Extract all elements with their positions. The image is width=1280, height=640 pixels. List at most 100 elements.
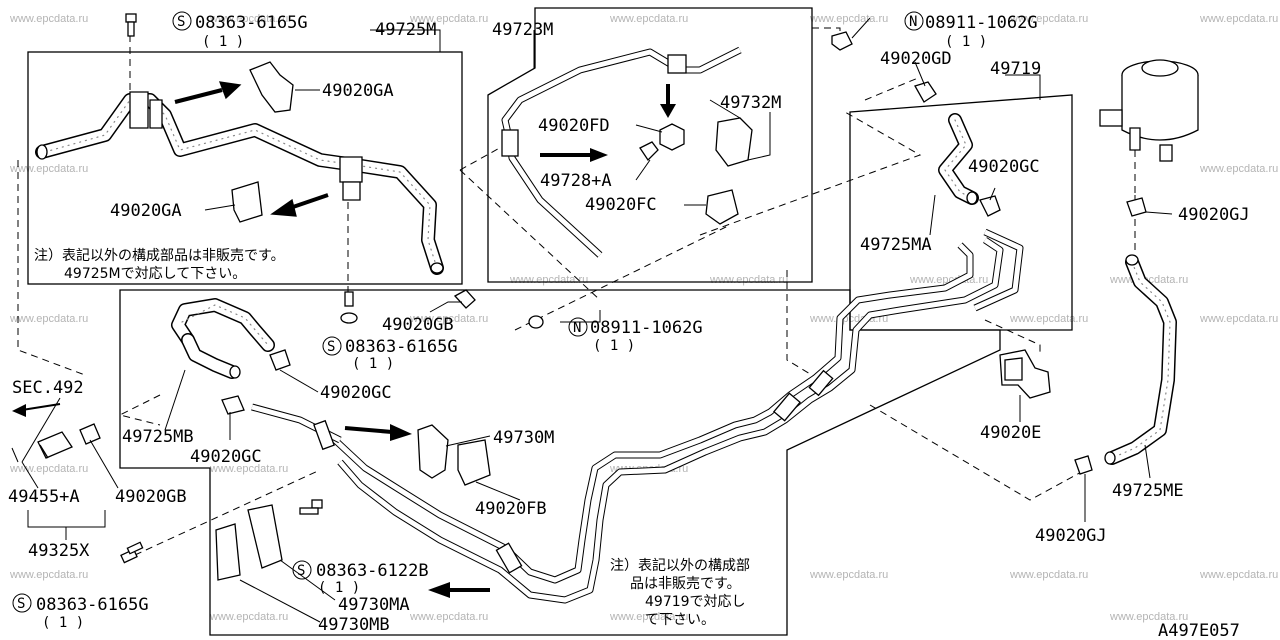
clamp-49730m <box>417 424 449 479</box>
watermark: www.epcdata.ru <box>1199 163 1278 175</box>
label-49020fd: 49020FD <box>538 116 610 136</box>
watermark: www.epcdata.ru <box>1109 611 1188 623</box>
watermark: www.epcdata.ru <box>1009 13 1088 25</box>
leader-line <box>21 461 39 489</box>
watermark: www.epcdata.ru <box>1199 13 1278 25</box>
leader-lines <box>164 17 1173 623</box>
watermark: www.epcdata.ru <box>1199 313 1278 325</box>
label-49020fb: 49020FB <box>475 499 547 519</box>
clip-49020gb-left <box>79 423 101 445</box>
note2-line3: 49719で対応し <box>645 594 746 610</box>
nut-part-number: 08911-1062G <box>925 13 1038 33</box>
arrow-icon <box>289 193 329 210</box>
watermark: www.epcdata.ru <box>709 274 788 286</box>
arrow-head-icon <box>390 424 412 441</box>
bolt-icon <box>120 541 144 564</box>
note2-line1: 注）表記以外の構成部 <box>610 557 750 574</box>
label-49020gb-left: 49020GB <box>115 487 187 507</box>
label-49325x: 49325X <box>28 541 90 561</box>
arrow-head-icon <box>12 404 26 417</box>
part-labels: 49725M 49723M 49719 08363-6165G ( 1 ) 08… <box>8 13 1250 640</box>
box-lower-pipes <box>119 289 1001 636</box>
label-49020gc-mid: 49020GC <box>320 383 392 403</box>
nut-qty: ( 1 ) <box>593 338 635 354</box>
watermark: www.epcdata.ru <box>609 13 688 25</box>
clip-49020gc-mid <box>269 349 291 371</box>
watermarks: www.epcdata.ru www.epcdata.ru www.epcdat… <box>9 13 1278 623</box>
clip-49020gc-right <box>979 195 1001 217</box>
bolt-part-number: 08363-6165G <box>36 595 149 615</box>
label-49020gj-low: 49020GJ <box>1035 526 1107 546</box>
label-49728a: 49728+A <box>540 171 612 191</box>
box-49725m <box>27 51 463 285</box>
watermark: www.epcdata.ru <box>409 13 488 25</box>
bolt-part-number: 08363-6165G <box>195 13 308 33</box>
bolt-qty: ( 1 ) <box>202 34 244 50</box>
fitting-49455a <box>37 431 73 459</box>
bolt-49728a <box>639 141 659 162</box>
reference-code: A497E057 <box>1158 621 1240 640</box>
spec-markers: S N N S S S <box>12 11 924 613</box>
label-49020gb-mid: 49020GB <box>382 315 454 335</box>
n-mark-icon <box>904 11 924 31</box>
watermark: www.epcdata.ru <box>209 611 288 623</box>
bracket-49020e <box>999 349 1051 399</box>
label-49020e: 49020E <box>980 423 1041 443</box>
insulator-49020fb <box>457 439 491 486</box>
s-mark: S <box>327 339 335 355</box>
clip-49020gd <box>914 81 937 103</box>
watermark: www.epcdata.ru <box>9 313 88 325</box>
dashed-guides <box>17 27 1136 556</box>
s-mark-icon <box>322 336 342 356</box>
bolt-icon <box>340 291 358 324</box>
label-49725me: 49725ME <box>1112 481 1184 501</box>
note1-line2: 49725Mで対応して下さい。 <box>64 266 246 282</box>
clip-49020gc-low <box>221 395 245 415</box>
bracket-49732m <box>715 117 753 167</box>
clip-49020ga-top <box>249 61 294 113</box>
label-49020gd: 49020GD <box>880 49 952 69</box>
label-49020ga-left: 49020GA <box>110 201 182 221</box>
watermark: www.epcdata.ru <box>1009 569 1088 581</box>
label-49719: 49719 <box>990 59 1041 79</box>
label-49725mb: 49725MB <box>122 427 194 447</box>
pipe-49723m <box>501 46 742 258</box>
bolt-qty: ( 1 ) <box>42 615 84 631</box>
label-49725ma: 49725MA <box>860 235 932 255</box>
clip-49020gj-low <box>1074 455 1093 475</box>
label-49020fc: 49020FC <box>585 195 657 215</box>
label-49020gc-low: 49020GC <box>190 447 262 467</box>
label-49730m: 49730M <box>493 428 554 448</box>
nut-icon <box>528 315 544 329</box>
bracket-49730ma <box>247 504 283 569</box>
note1-line1: 注）表記以外の構成部品は非販売です。 <box>34 247 285 264</box>
bolt-icon <box>299 499 323 515</box>
hose-49725m <box>35 91 444 275</box>
watermark: www.epcdata.ru <box>9 163 88 175</box>
watermark: www.epcdata.ru <box>809 13 888 25</box>
watermark: www.epcdata.ru <box>509 274 588 286</box>
arrow-head-icon <box>660 104 676 118</box>
s-mark: S <box>17 596 25 612</box>
arrow-icon <box>21 403 61 411</box>
clip-49020ga-left <box>231 181 263 223</box>
label-49732m: 49732M <box>720 93 781 113</box>
arrow-head-icon <box>219 81 242 100</box>
bolt-qty: ( 1 ) <box>352 356 394 372</box>
bolt-part-number: 08363-6165G <box>345 337 458 357</box>
bolt-part-number: 08363-6122B <box>316 561 429 581</box>
watermark: www.epcdata.ru <box>409 611 488 623</box>
watermark: www.epcdata.ru <box>809 569 888 581</box>
nut-part-number: 08911-1062G <box>590 318 703 338</box>
label-49725m: 49725M <box>375 20 436 40</box>
label-49723m: 49723M <box>492 20 553 40</box>
box-49719-upper <box>849 94 1073 331</box>
reservoir <box>1099 59 1199 162</box>
leader-line <box>21 397 61 463</box>
s-mark-icon <box>12 593 32 613</box>
note2-line4: て下さい。 <box>645 612 715 628</box>
watermark: www.epcdata.ru <box>609 611 688 623</box>
hose-49725me <box>1104 254 1177 465</box>
label-49455a: 49455+A <box>8 487 80 507</box>
